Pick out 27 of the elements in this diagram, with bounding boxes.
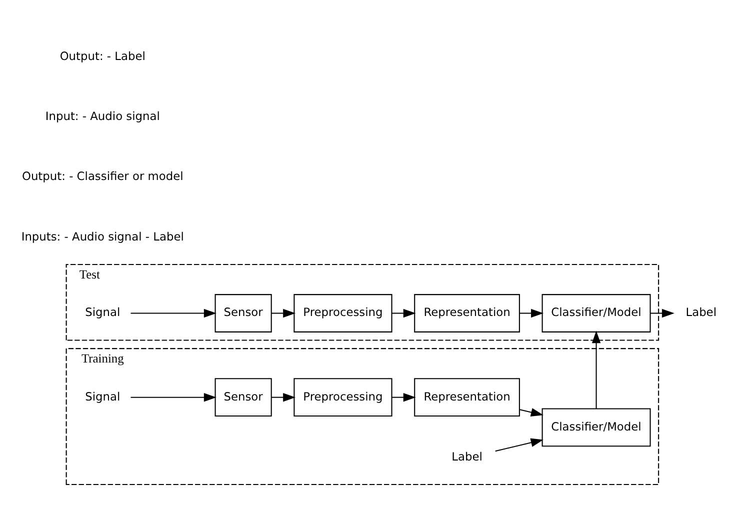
node-box: Sensor [214,294,272,332]
arrow [520,308,544,318]
node-box: Preprocessing [294,378,392,417]
arrow [392,392,416,402]
arrow [650,308,674,318]
node-text: Signal [85,389,120,404]
node-text: Label [686,305,717,320]
arrow [272,392,296,402]
node-text: Signal [85,305,120,320]
arrow [392,308,416,318]
label: Inputs: - Audio signal - Label [21,229,184,244]
arrow [130,308,216,318]
arrow [520,408,544,417]
label: Input: - Audio signal [45,108,160,123]
node-box: Preprocessing [294,294,392,332]
node-box: Representation [414,378,520,417]
arrow [130,392,216,402]
node-box: Classifier/Model [542,294,651,332]
node-text: Label [452,449,482,464]
node-box: Classifier/Model [542,408,651,447]
arrow [272,308,296,318]
arrow [495,438,544,452]
node-box: Sensor [214,378,272,417]
node-box: Representation [414,294,520,332]
arrow [592,330,601,409]
label: Output: - Classifier or model [22,169,184,184]
label: Output: - Label [60,48,146,63]
